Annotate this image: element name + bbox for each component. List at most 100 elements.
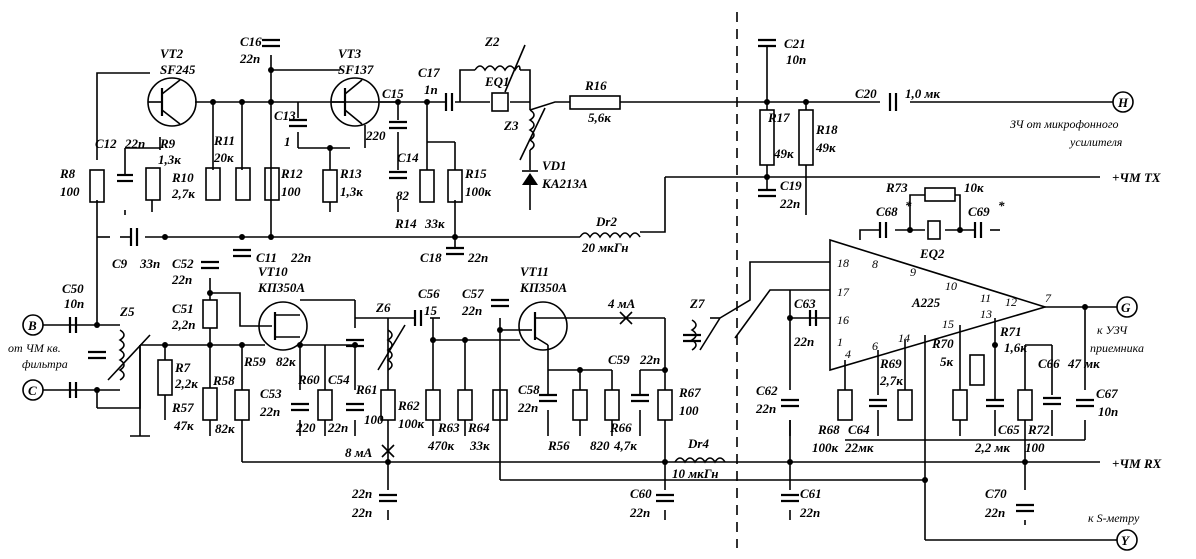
c15-value: 220 (365, 128, 386, 143)
ic-a225 (829, 238, 1048, 372)
r62-value: 100к (398, 416, 425, 431)
c12-value: 22п (124, 136, 145, 151)
z5-ref: Z5 (119, 304, 135, 319)
z2-ref: Z2 (484, 34, 500, 49)
r66-value: 4,7к (613, 438, 637, 453)
terminal-g[interactable]: G (1095, 296, 1138, 318)
terminal-y[interactable]: Y (1115, 529, 1138, 551)
crystal-filters (491, 92, 941, 240)
vt10-ref: VT10 (258, 264, 288, 279)
r62-ref: R62 (397, 398, 420, 413)
c59-ref: C59 (608, 352, 630, 367)
c57-ref: C57 (462, 286, 484, 301)
labels: VT2 SF245 VT3 SF137 VT10 КП350А VT11 КП3… (8, 34, 1162, 525)
vd1-type: КА213А (541, 176, 588, 191)
c12-ref: C12 (95, 136, 117, 151)
r10-value: 2,7к (171, 186, 195, 201)
c18-value: 22п (467, 250, 488, 265)
dr4-value: 10 мкГн (672, 466, 718, 481)
r60-ref: R60 (297, 372, 320, 387)
vt3-ref: VT3 (338, 46, 362, 61)
dr2-ref: Dr2 (595, 214, 617, 229)
c59-value: 22п (639, 352, 660, 367)
c54-ref: C54 (328, 372, 350, 387)
r72-value: 100 (1025, 440, 1045, 455)
c69-value: * (998, 198, 1005, 213)
c63-ref: C63 (794, 296, 816, 311)
r15-ref: R15 (464, 166, 487, 181)
r18-ref: R18 (815, 122, 838, 137)
r9-ref: R9 (159, 136, 176, 151)
c57-value: 22п (461, 303, 482, 318)
c56-value: 15 (424, 303, 438, 318)
terminal-h[interactable]: H (1095, 91, 1134, 113)
eq2-ref: EQ2 (919, 246, 945, 261)
ic-pin: 4 (845, 347, 851, 361)
c13-ref: C13 (274, 108, 296, 123)
c61-ref: C61 (800, 486, 822, 501)
grounds (124, 198, 1053, 525)
c14-value: 82 (396, 188, 410, 203)
c68-ref: C68 (876, 204, 898, 219)
c66-value: 47 мк (1067, 356, 1100, 371)
r7-ref: R7 (174, 360, 191, 375)
r15-value: 100к (465, 184, 492, 199)
c62-value: 22п (755, 401, 776, 416)
c64-ref: C64 (848, 422, 870, 437)
ic-pin: 12 (1005, 295, 1017, 309)
ic-pin: 8 (872, 257, 878, 271)
current-markers (381, 311, 633, 458)
top-wires (96, 45, 1100, 325)
c66-ref: C66 (1038, 356, 1060, 371)
r61-value: 100 (364, 412, 384, 427)
ic-pin: 7 (1045, 291, 1052, 305)
inductors (107, 44, 726, 464)
r64-value: 33к (469, 438, 490, 453)
c58-ref: C58 (518, 382, 540, 397)
terminal-h-label1: ЗЧ от микрофонного (1010, 117, 1119, 131)
c54-value: 22п (327, 420, 348, 435)
c14-ref: C14 (397, 150, 419, 165)
resistors (89, 95, 1033, 421)
ic-pin: 6 (872, 339, 878, 353)
r68-value: 100к (812, 440, 839, 455)
capacitors (68, 38, 1094, 513)
ic-pin: 1 (837, 335, 843, 349)
c17-value: 1п (424, 82, 438, 97)
diode-vd1 (522, 170, 538, 198)
c19-ref: C19 (780, 178, 802, 193)
c20-ref: C20 (855, 86, 877, 101)
current-4ma: 4 мА (607, 296, 636, 311)
terminal-c[interactable]: C (22, 379, 65, 401)
ic-pin: 16 (837, 313, 849, 327)
c65-value: 2,2 мк (974, 440, 1010, 455)
ic-ref: A225 (911, 295, 941, 310)
c21-value: 10п (786, 52, 806, 67)
terminal-y-label: к S-метру (1088, 511, 1140, 525)
vt2-type: SF245 (160, 62, 196, 77)
r58-value: 82к (215, 421, 235, 436)
r10-ref: R10 (171, 170, 194, 185)
r13-ref: R13 (339, 166, 362, 181)
c53-value: 22п (259, 404, 280, 419)
r57-value: 47к (173, 418, 194, 433)
r59-value: 82к (276, 354, 296, 369)
r14-ref: R14 (394, 216, 417, 231)
terminal-h-label2: усилителя (1069, 135, 1123, 149)
transistor-vt3 (330, 77, 380, 127)
r61-ref: R61 (355, 382, 378, 397)
vt3-type: SF137 (338, 62, 374, 77)
c15-ref: C15 (382, 86, 404, 101)
c60-value: 22п (629, 505, 650, 520)
terminal-b-label1: от ЧМ кв. (8, 341, 61, 355)
c68-value: * (905, 198, 912, 213)
terminal-b[interactable]: B (22, 314, 65, 336)
r17-value: 49к (773, 146, 794, 161)
terminal-g-letter: G (1121, 300, 1131, 315)
r16-ref: R16 (584, 78, 607, 93)
vd1-ref: VD1 (542, 158, 567, 173)
c61-value: 22п (799, 505, 820, 520)
r12-value: 100 (281, 184, 301, 199)
ic-pin: 10 (945, 279, 957, 293)
eq1-ref: EQ1 (484, 74, 510, 89)
